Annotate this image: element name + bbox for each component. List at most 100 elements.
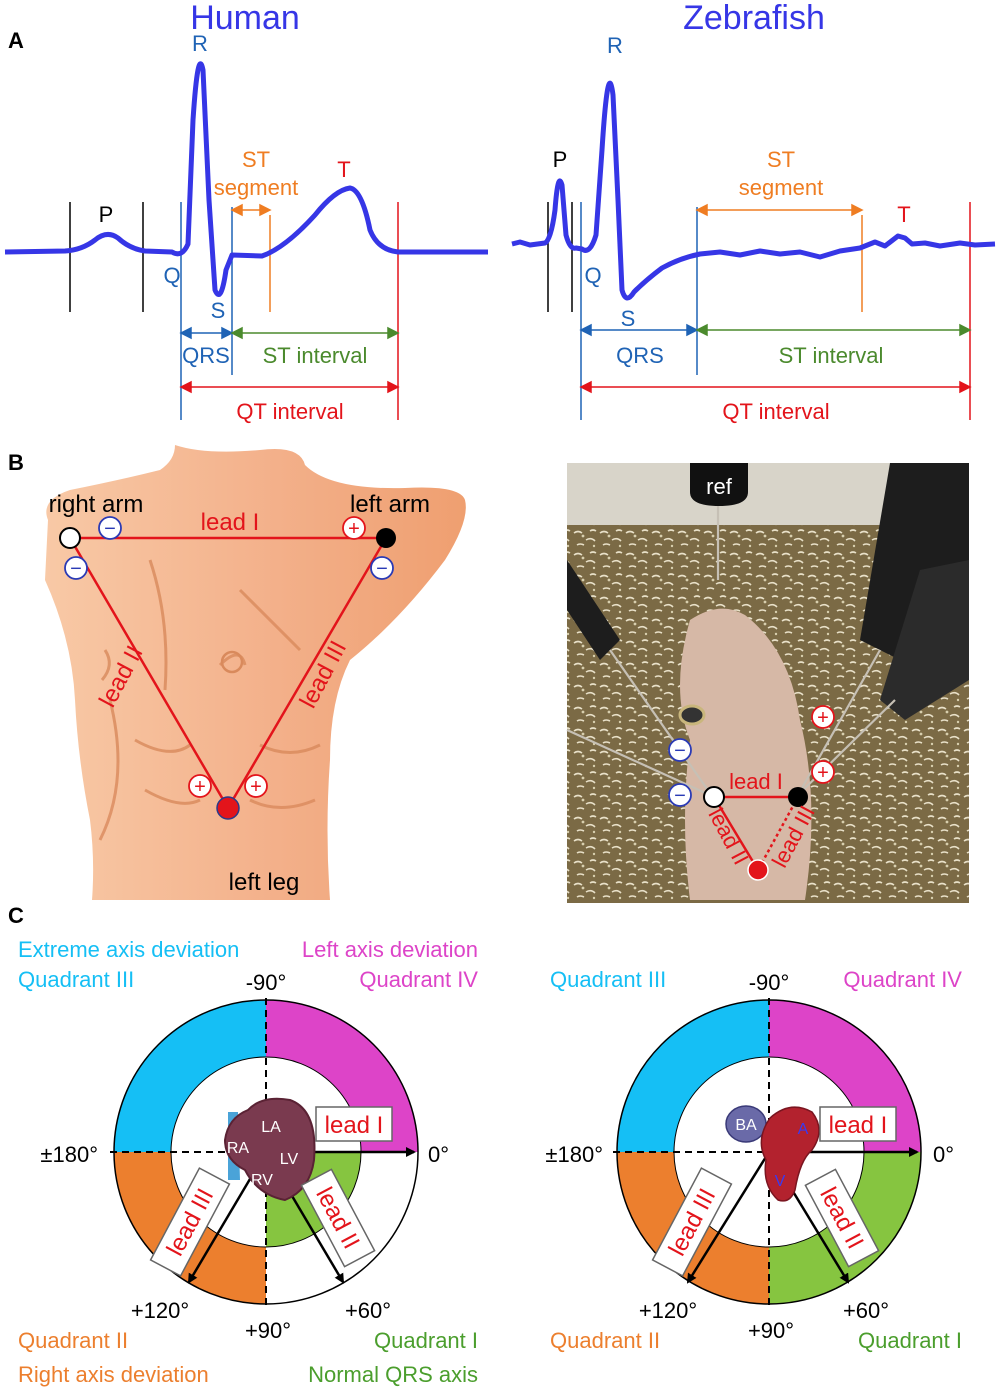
zf-deg-90: +90° — [748, 1318, 794, 1343]
zf-lead-iii-line — [756, 796, 800, 871]
panel-b-label: B — [8, 450, 24, 475]
ref-label: ref — [706, 474, 733, 499]
zebrafish-title: Zebrafish — [683, 0, 825, 37]
extreme-axis-label: Extreme axis deviation — [18, 937, 239, 962]
human-deg-m90: -90° — [246, 970, 287, 995]
zf-axis-lead-i-box — [819, 1106, 897, 1142]
zf-polarity-plus-2: + — [811, 760, 835, 784]
human-q1-label: Quadrant I — [374, 1328, 478, 1353]
zf-axis-lead-iii-box: lead III — [651, 1167, 733, 1277]
zf-heart-v: V — [775, 1173, 786, 1190]
zf-deg-0: 0° — [933, 1142, 954, 1167]
ref-electrode — [690, 463, 748, 506]
human-deg-180: ±180° — [40, 1142, 98, 1167]
zf-axis-lead-i-text: lead I — [829, 1112, 888, 1139]
zf-q3-label: Quadrant III — [550, 967, 666, 992]
zf-q-label: Q — [584, 263, 601, 288]
polarity-minus-la: − — [370, 556, 394, 580]
svg-text:+: + — [817, 707, 829, 729]
zf-deg-60: +60° — [843, 1298, 889, 1323]
human-lead-i-text: lead I — [325, 1112, 384, 1139]
human-st-segment-label-2: segment — [214, 175, 298, 200]
left-axis-deviation-label: Left axis deviation — [302, 937, 478, 962]
svg-text:−: − — [674, 785, 686, 807]
panel-c-label: C — [8, 903, 24, 928]
zebrafish-recording-photo: ref lead I lead II lead III − − + + — [566, 463, 969, 903]
fish-eye — [678, 704, 706, 726]
zf-polarity-minus-1: − — [668, 738, 692, 762]
left-arm-electrode — [376, 528, 396, 548]
electrode-holder-left — [567, 560, 620, 660]
zf-right-electrode — [703, 786, 725, 808]
heart-ra: RA — [227, 1140, 250, 1157]
human-torso-diagram: right arm left arm left leg lead I lead … — [45, 445, 466, 900]
polarity-minus-ra-1: − — [98, 516, 122, 540]
electrode-holder-right-2 — [880, 560, 969, 720]
zf-polarity-plus-1: + — [811, 705, 835, 729]
zf-lead-i-label: lead I — [729, 769, 783, 794]
human-ecg-trace — [4, 61, 488, 297]
human-heart-icon: LA RA LV RV — [223, 1097, 316, 1202]
svg-text:−: − — [376, 558, 388, 580]
svg-text:+: + — [348, 518, 360, 540]
svg-text:−: − — [70, 558, 82, 580]
zebrafish-heart-icon: BA A V — [725, 1105, 820, 1202]
svg-text:−: − — [674, 740, 686, 762]
human-qrs-arrow — [179, 326, 234, 340]
zf-deg-120: +120° — [639, 1298, 697, 1323]
human-deg-0: 0° — [428, 1142, 449, 1167]
zf-heart-a: A — [798, 1121, 809, 1138]
zf-deg-180: ±180° — [545, 1142, 603, 1167]
electrode-holder-right-1 — [860, 463, 969, 660]
zf-left-electrode — [788, 787, 808, 807]
zf-qrs-label: QRS — [616, 343, 664, 368]
heart-lv: LV — [280, 1151, 299, 1168]
zebrafish-ecg: Zebrafish P R Q S T ST segment QRS ST in… — [511, 0, 996, 424]
human-deg-90: +90° — [245, 1318, 291, 1343]
right-arm-label: right arm — [49, 491, 144, 518]
human-st-interval-arrow — [230, 326, 400, 340]
zf-st-interval-label: ST interval — [779, 343, 884, 368]
human-qrs-label: QRS — [182, 343, 230, 368]
polarity-minus-ra-2: − — [64, 556, 88, 580]
panel-a-label: A — [8, 28, 24, 53]
torso-shape — [45, 445, 466, 900]
left-arm-label: left arm — [350, 491, 430, 518]
zf-axis-lead-iii-vector — [686, 1151, 771, 1284]
zf-lead-ii-line — [712, 796, 760, 871]
zf-st-segment-label-2: segment — [739, 175, 823, 200]
polarity-plus-ll-1: + — [188, 774, 212, 798]
polarity-plus-ll-2: + — [244, 774, 268, 798]
svg-text:−: − — [104, 518, 116, 540]
zf-quadrant-iii-arc — [617, 1000, 769, 1152]
torso-muscle-lines — [98, 559, 321, 841]
lead-i-label: lead I — [201, 509, 260, 536]
left-leg-label: left leg — [229, 869, 300, 896]
human-quadrant-iii-arc — [114, 1000, 266, 1152]
human-p-label: P — [99, 202, 114, 227]
polarity-plus-la: + — [342, 516, 366, 540]
einthoven-triangle — [67, 536, 389, 811]
zf-heart-ba: BA — [735, 1117, 757, 1134]
human-lead-i-box — [315, 1106, 393, 1142]
zf-t-label: T — [897, 202, 910, 227]
human-s-label: S — [211, 298, 226, 323]
zebrafish-axis-wheel: Quadrant III Quadrant I V -90° BA A V lea… — [545, 967, 962, 1353]
human-q4-label: Quadrant IV — [359, 967, 478, 992]
torso-nipple — [220, 650, 244, 674]
zf-q1-label: Quadrant I — [858, 1328, 962, 1353]
human-title: Human — [190, 0, 300, 37]
svg-text:+: + — [817, 762, 829, 784]
zf-qt-interval-arrow — [579, 380, 972, 394]
zf-polarity-minus-2: − — [668, 783, 692, 807]
zf-st-interval-arrow — [695, 323, 972, 337]
human-r-label: R — [192, 31, 208, 56]
human-qt-interval-label: QT interval — [236, 399, 343, 424]
zf-bottom-electrode — [747, 859, 769, 881]
human-q2-label: Quadrant II — [18, 1328, 128, 1353]
zf-deg-m90: -90° — [749, 970, 790, 995]
human-deg-60: +60° — [345, 1298, 391, 1323]
svg-text:+: + — [250, 776, 262, 798]
svg-text:+: + — [194, 776, 206, 798]
